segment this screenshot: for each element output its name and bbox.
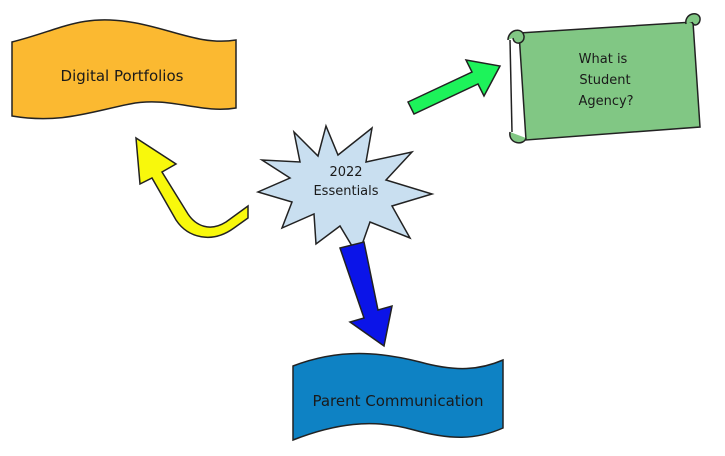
- node-student-agency[interactable]: What is Student Agency?: [507, 13, 701, 144]
- essentials-line-1: 2022: [329, 165, 362, 180]
- student-agency-scroll-shape: [518, 21, 701, 141]
- scroll-bottom-curl: [509, 131, 527, 144]
- student-agency-line-1: What is: [579, 52, 628, 67]
- scroll-right-curl: [685, 13, 701, 26]
- scroll-left-edge: [509, 39, 513, 133]
- essentials-line-2: Essentials: [313, 184, 378, 199]
- arrow-to-student-agency: [406, 59, 502, 115]
- node-parent-communication[interactable]: Parent Communication: [292, 352, 504, 442]
- parent-communication-shape: [292, 352, 504, 442]
- student-agency-line-3: Agency?: [578, 94, 633, 109]
- parent-communication-label: Parent Communication: [312, 392, 483, 410]
- digital-portfolios-label: Digital Portfolios: [61, 67, 184, 85]
- student-agency-line-2: Student: [579, 73, 630, 88]
- digital-portfolios-shape: [11, 19, 237, 120]
- node-digital-portfolios[interactable]: Digital Portfolios: [11, 19, 237, 120]
- essentials-starburst-shape: [255, 123, 435, 258]
- arrow-to-digital-portfolios: [135, 136, 249, 238]
- arrow-to-parent-communication: [339, 241, 393, 348]
- scroll-top-curl: [507, 29, 525, 44]
- node-2022-essentials[interactable]: 2022 Essentials: [255, 123, 435, 258]
